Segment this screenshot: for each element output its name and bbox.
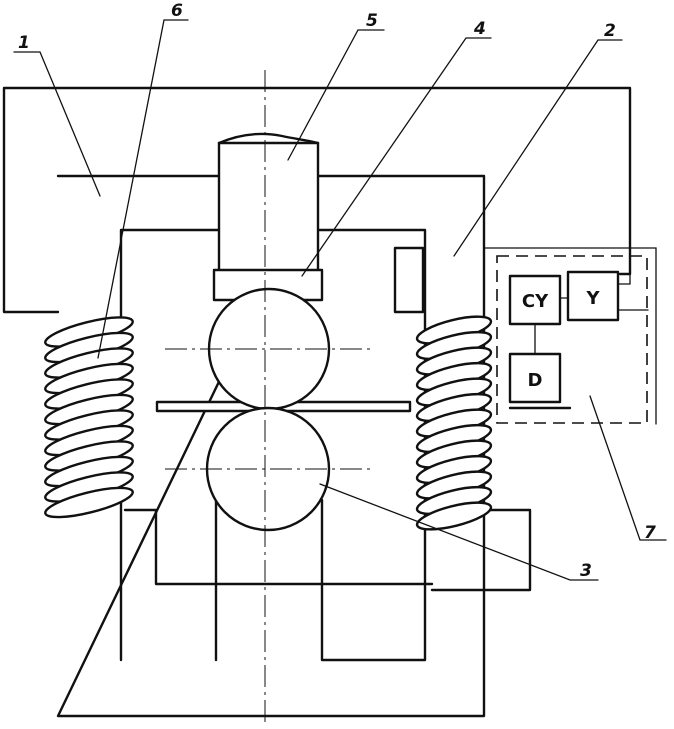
shaft-break-line: [219, 134, 318, 143]
leader-4: [302, 38, 491, 276]
callout-6: 6: [171, 1, 183, 21]
d-block-label: D: [528, 370, 543, 391]
control-unit-outer-line: [484, 248, 656, 424]
leader-7: [590, 396, 666, 540]
y-feedback-link: [618, 274, 630, 284]
callout-1: 1: [18, 33, 30, 53]
coil-winding: [415, 497, 494, 535]
magnet-frame-inner: [121, 230, 425, 660]
y-block-label: Y: [585, 288, 600, 309]
magnet-frame-outer: [58, 176, 484, 716]
y-block[interactable]: [568, 272, 618, 320]
callout-2: 2: [604, 21, 616, 41]
sensor-block: [395, 248, 423, 312]
leader-5: [288, 30, 384, 160]
coil-winding: [43, 482, 135, 523]
callout-3: 3: [580, 561, 592, 581]
right-coil: [415, 311, 494, 535]
callout-5: 5: [366, 11, 378, 31]
upper-shaft: [219, 143, 318, 271]
leader-1: [14, 52, 100, 196]
feedback-wire: [4, 88, 630, 312]
leader-6: [98, 20, 188, 358]
callout-4: 4: [473, 19, 486, 39]
left-coil: [43, 311, 135, 523]
cy-block[interactable]: [510, 276, 560, 324]
leader-3: [320, 484, 598, 580]
callout-7: 7: [644, 523, 656, 543]
cy-block-label: CY: [522, 291, 549, 312]
leader-2: [454, 40, 622, 256]
control-unit-dashed-box: [497, 256, 647, 423]
